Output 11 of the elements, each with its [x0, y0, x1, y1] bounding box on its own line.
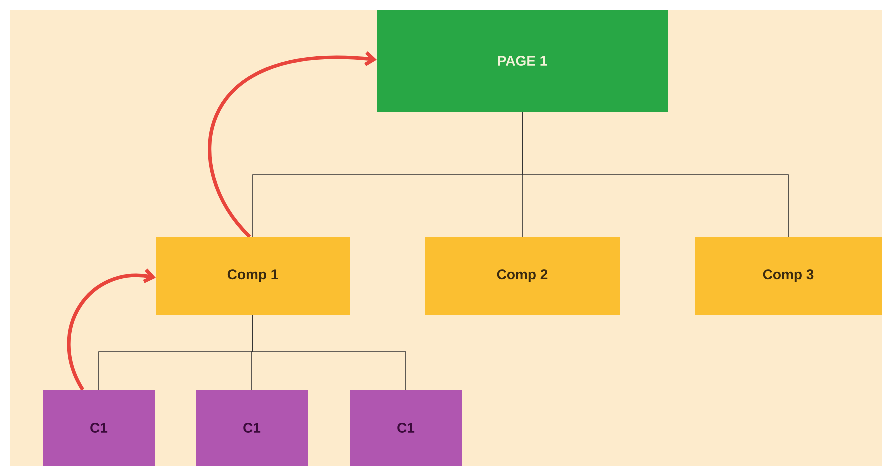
arrow	[67, 268, 156, 391]
child-box: C1	[43, 390, 155, 466]
component-box: Comp 1	[156, 237, 350, 315]
child-box: C1	[196, 390, 308, 466]
page-box: PAGE 1	[377, 10, 668, 112]
component-box: Comp 3	[695, 237, 882, 315]
component-box: Comp 2	[425, 237, 620, 315]
connector-line	[522, 112, 789, 238]
child-box: C1	[350, 390, 462, 466]
connector-line	[252, 314, 406, 390]
arrow	[208, 52, 377, 238]
